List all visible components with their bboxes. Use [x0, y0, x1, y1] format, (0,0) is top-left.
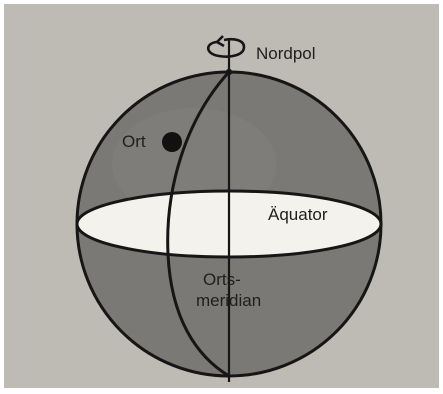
- local-meridian-label-line1: Orts-: [203, 270, 241, 289]
- north-pole-marker: [225, 68, 233, 76]
- local-meridian-label-line2: meridian: [196, 291, 262, 310]
- location-marker: [162, 132, 182, 152]
- location-label: Ort: [122, 132, 146, 151]
- local-meridian-line: [166, 70, 231, 378]
- north-pole-label: Nordpol: [256, 44, 316, 63]
- equator-label: Äquator: [268, 205, 328, 224]
- rotation-arrow: [206, 35, 246, 58]
